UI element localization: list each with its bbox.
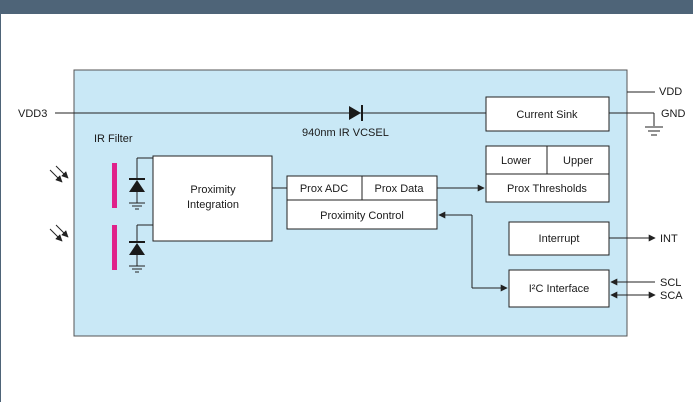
i2c-interface-label: I²C Interface [529, 283, 590, 295]
proximity-integration-label-line2: Integration [187, 199, 239, 211]
proximity-control-block [286, 199, 438, 230]
i2c-interface-block [508, 269, 610, 308]
prox-data-block [361, 175, 438, 201]
gnd-pin-label: GND [661, 108, 686, 120]
current-sink-block [485, 96, 610, 132]
scl-pin-label: SCL [660, 277, 681, 289]
proximity-control-label: Proximity Control [320, 210, 404, 222]
interrupt-block [508, 221, 610, 256]
ground-icon [645, 126, 663, 136]
current-sink-label: Current Sink [516, 109, 578, 121]
vcsel-diode-icon [349, 105, 363, 121]
sca-pin-label: SCA [660, 290, 683, 302]
upper-threshold-block [546, 145, 610, 175]
interrupt-label: Interrupt [539, 233, 580, 245]
vdd3-pin-label: VDD3 [18, 108, 47, 120]
prox-adc-label: Prox ADC [300, 183, 348, 195]
lower-threshold-block [485, 145, 548, 175]
upper-threshold-label: Upper [563, 155, 593, 167]
int-pin-label: INT [660, 233, 678, 245]
photodiode-icon [129, 224, 153, 273]
ir-filter-bar [112, 163, 117, 208]
proximity-integration-block [152, 155, 273, 242]
ir-filter-label: IR Filter [94, 133, 133, 145]
header-bar [0, 0, 693, 14]
ir-filter-bar [112, 225, 117, 270]
lower-threshold-label: Lower [501, 155, 531, 167]
vdd-pin-label: VDD [659, 86, 682, 98]
left-border [0, 14, 1, 402]
prox-data-label: Prox Data [375, 183, 425, 195]
prox-thresholds-block [485, 173, 610, 203]
incoming-light-icon [49, 165, 69, 183]
proximity-integration-label-line1: Proximity [190, 184, 236, 196]
incoming-light-icon [49, 224, 69, 242]
vcsel-label: 940nm IR VCSEL [302, 127, 389, 139]
prox-thresholds-label: Prox Thresholds [507, 183, 587, 195]
photodiode-icon [129, 157, 153, 210]
